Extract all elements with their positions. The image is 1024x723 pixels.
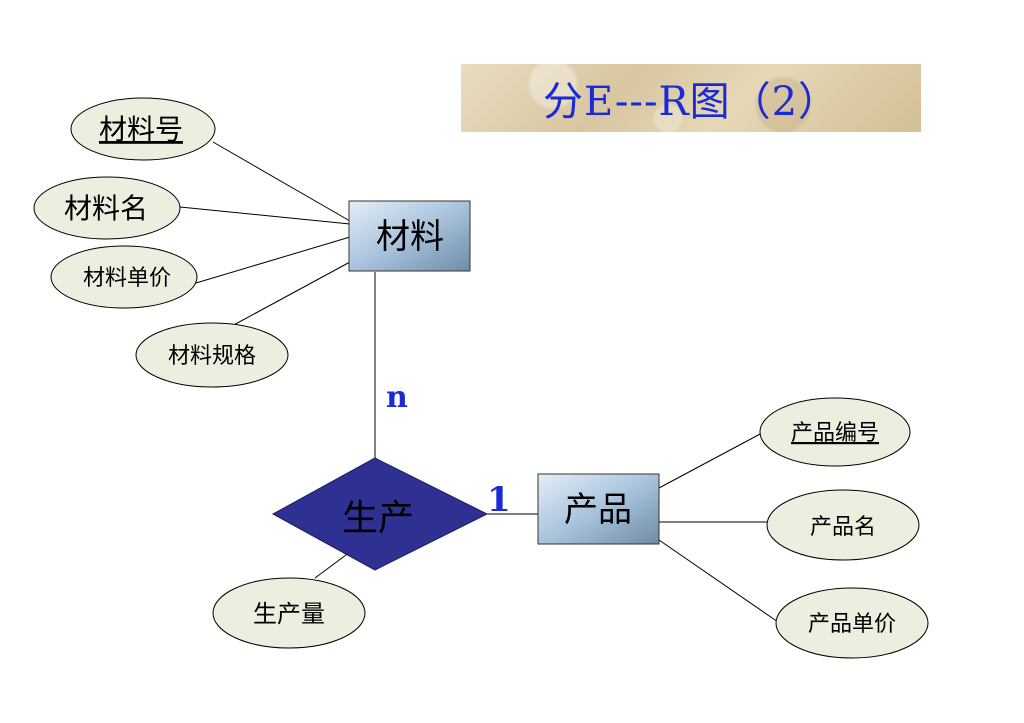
entity-product [537,473,660,545]
attribute-material-price: 材料单价 [50,245,198,309]
connector-material-name [179,206,351,225]
connector-material-no [212,141,351,222]
attribute-material-name-label: 材料名 [64,192,148,225]
attribute-product-name-label: 产品名 [810,515,876,540]
diagram-title: 分E---R图（2） [542,79,840,125]
attribute-product-price: 产品单价 [775,587,929,659]
entity-product-label: 产品 [564,490,632,530]
connector-product-price [658,539,779,623]
attribute-material-price-label: 材料单价 [83,266,171,291]
connector-relation-quantity [314,551,351,579]
attribute-product-no-label: 产品编号 [791,421,879,446]
relationship-produce-label: 生产 [342,498,414,539]
attribute-material-no-label: 材料号 [99,113,183,146]
attribute-material-spec: 材料规格 [135,322,289,388]
attribute-production-quantity-label: 生产量 [253,600,325,628]
connector-product-no [658,432,763,489]
connector-material-price [195,236,351,284]
entity-material [348,200,471,272]
title-banner: 分E---R图（2） [461,64,921,132]
attribute-product-price-label: 产品单价 [808,612,896,637]
attribute-material-no: 材料号 [70,97,216,161]
connector-material-spec [229,261,351,328]
attribute-material-name: 材料名 [33,176,181,240]
connectors [179,141,779,623]
entity-material-label: 材料 [376,217,444,257]
attribute-production-quantity: 生产量 [212,577,366,649]
cardinality-material: n [386,380,408,415]
attribute-product-no: 产品编号 [759,397,911,467]
cardinality-product: 1 [487,480,511,520]
relationship-produce [271,457,489,571]
attribute-material-spec-label: 材料规格 [168,344,256,369]
attribute-product-name: 产品名 [766,489,920,561]
